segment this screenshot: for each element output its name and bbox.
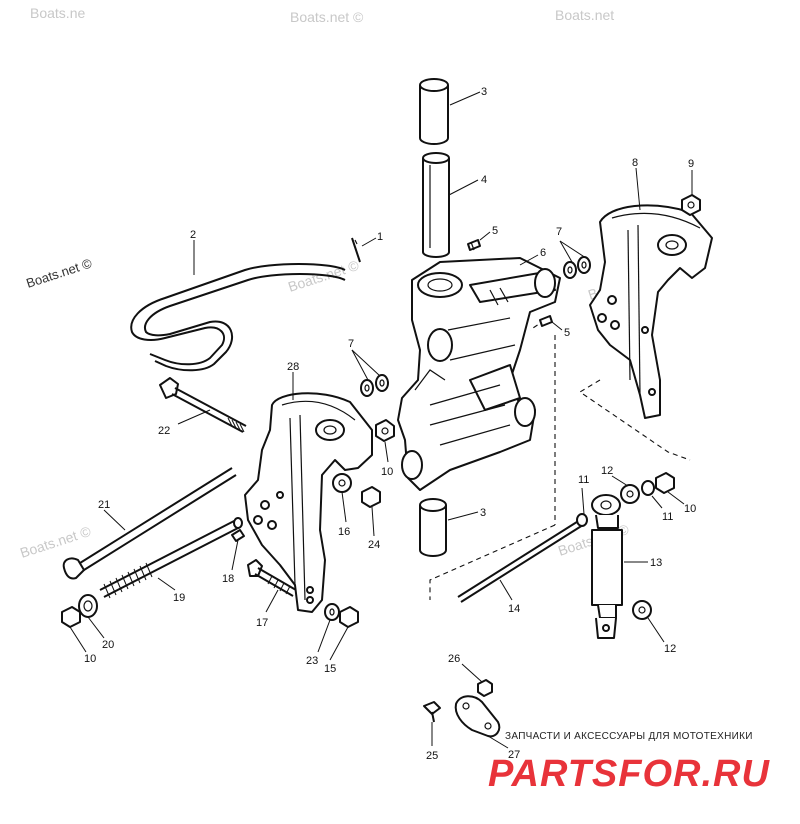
tilt-rod bbox=[62, 467, 237, 580]
callout-11: 11 bbox=[578, 474, 589, 486]
screw bbox=[231, 529, 245, 542]
swivel-bracket bbox=[397, 257, 561, 491]
callout-1: 1 bbox=[377, 231, 383, 243]
callout-19: 19 bbox=[173, 592, 185, 604]
tilt-tube-handle bbox=[130, 263, 346, 372]
bolt bbox=[247, 559, 297, 597]
callout-7: 7 bbox=[556, 226, 562, 238]
watermark: Boats.net bbox=[555, 7, 614, 23]
washer bbox=[332, 473, 352, 493]
callout-3: 3 bbox=[481, 86, 487, 98]
clamp-bracket-right bbox=[589, 204, 713, 419]
callout-25: 25 bbox=[426, 750, 438, 762]
callout-28: 28 bbox=[287, 361, 299, 373]
shock-absorber bbox=[591, 494, 623, 639]
callout-12: 12 bbox=[664, 643, 676, 655]
brand-tagline: ЗАПЧАСТИ И АКСЕССУАРЫ ДЛЯ МОТОТЕХНИКИ bbox=[505, 731, 753, 742]
callout-5: 5 bbox=[492, 225, 498, 237]
callout-18: 18 bbox=[222, 573, 234, 585]
nut bbox=[361, 486, 381, 508]
callout-5: 5 bbox=[564, 327, 570, 339]
callout-27: 27 bbox=[508, 749, 520, 761]
screw bbox=[423, 701, 441, 723]
callout-10: 10 bbox=[684, 503, 696, 515]
pin bbox=[351, 237, 361, 263]
nut bbox=[681, 194, 701, 216]
callout-6: 6 bbox=[540, 247, 546, 259]
screw bbox=[467, 239, 481, 251]
nut bbox=[339, 606, 359, 628]
assembly-line bbox=[429, 524, 556, 600]
callout-24: 24 bbox=[368, 539, 380, 551]
bushing bbox=[620, 484, 640, 504]
callout-7: 7 bbox=[348, 338, 354, 350]
callout-22: 22 bbox=[158, 425, 170, 437]
callout-15: 15 bbox=[324, 663, 336, 675]
washer bbox=[576, 513, 588, 527]
callout-26: 26 bbox=[448, 653, 460, 665]
bolt bbox=[159, 377, 247, 433]
nut bbox=[655, 472, 675, 494]
link-plate bbox=[454, 695, 501, 738]
leader-lines bbox=[69, 91, 693, 749]
washer bbox=[324, 603, 340, 621]
callout-13: 13 bbox=[650, 557, 662, 569]
washer bbox=[78, 594, 98, 618]
nut bbox=[375, 419, 395, 442]
watermark: Boats.net © bbox=[290, 9, 364, 25]
watermark: Boats.net © bbox=[24, 255, 94, 290]
callout-14: 14 bbox=[508, 603, 520, 615]
watermark: Boats.net © bbox=[18, 523, 93, 561]
tilt-tube-rod bbox=[457, 519, 584, 603]
screw bbox=[539, 315, 553, 327]
washer bbox=[641, 480, 655, 496]
callout-2: 2 bbox=[190, 229, 196, 241]
callout-10: 10 bbox=[84, 653, 96, 665]
callout-10: 10 bbox=[381, 466, 393, 478]
threaded-rod bbox=[99, 517, 243, 599]
callout-16: 16 bbox=[338, 526, 350, 538]
callout-3: 3 bbox=[480, 507, 486, 519]
callout-8: 8 bbox=[632, 157, 638, 169]
sleeve-upper bbox=[419, 78, 449, 145]
callout-23: 23 bbox=[306, 655, 318, 667]
watermark: Boats.ne bbox=[30, 5, 85, 21]
callout-12: 12 bbox=[601, 465, 613, 477]
sleeve-lower bbox=[419, 498, 447, 557]
callout-21: 21 bbox=[98, 499, 110, 511]
shaft bbox=[422, 152, 450, 258]
callout-4: 4 bbox=[481, 174, 487, 186]
callout-17: 17 bbox=[256, 617, 268, 629]
nut bbox=[61, 606, 81, 628]
clamp-bracket-left bbox=[244, 392, 373, 613]
bushing bbox=[632, 600, 652, 620]
callout-11: 11 bbox=[662, 511, 673, 523]
callout-9: 9 bbox=[688, 158, 694, 170]
callout-20: 20 bbox=[102, 639, 114, 651]
washer bbox=[563, 256, 591, 279]
washer bbox=[360, 374, 389, 397]
assembly-line bbox=[578, 379, 691, 461]
brand-logo: PARTSFOR.RU bbox=[488, 753, 770, 795]
nut bbox=[477, 679, 493, 697]
